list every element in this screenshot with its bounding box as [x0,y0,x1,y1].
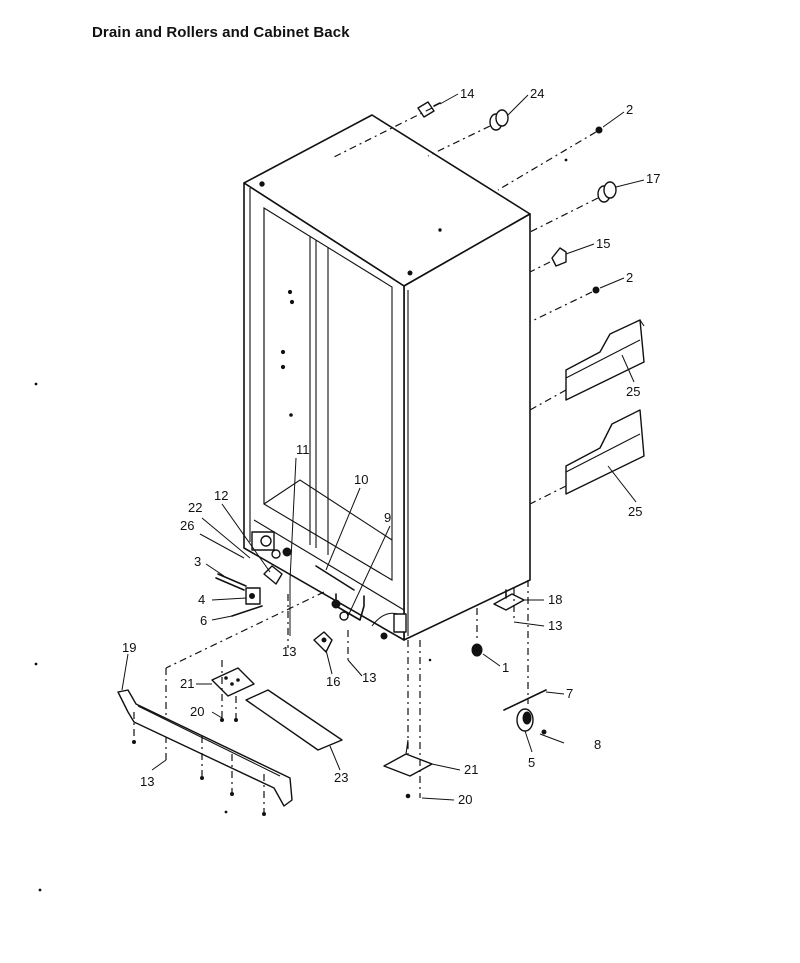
part-17-plug [597,181,617,203]
callout-13-center: 13 [282,644,296,659]
callout-2: 2 [626,102,633,117]
part-25-panel-lower [565,409,645,495]
callout-7: 7 [566,686,573,701]
callout-13-mid: 13 [362,670,376,685]
part-24-plug [489,109,509,131]
callout-labels: 14 24 2 17 15 2 25 25 18 13 1 7 5 8 21 2… [122,86,660,807]
callout-1: 1 [502,660,509,675]
callout-6: 6 [200,613,207,628]
callout-20-left: 20 [190,704,204,719]
part-16-clip [313,631,333,653]
callout-4: 4 [198,592,205,607]
callout-20-right: 20 [458,792,472,807]
cabinet-side [403,213,531,641]
callout-23: 23 [334,770,348,785]
diagram-title: Drain and Rollers and Cabinet Back [92,24,350,41]
part-7-axle [503,689,547,711]
callout-10: 10 [354,472,368,487]
callout-24: 24 [530,86,544,101]
callout-19: 19 [122,640,136,655]
part-6-screw [231,605,263,617]
part-23-kick-plate [245,689,343,751]
part-10-hose [315,565,355,591]
callout-13-right: 13 [548,618,562,633]
callout-8: 8 [594,737,601,752]
part-21-bracket-left [211,667,255,697]
callout-5: 5 [528,755,535,770]
part-3-screw [215,573,247,591]
part-2-screw [595,126,603,134]
callout-12: 12 [214,488,228,503]
part-1-roller [471,643,483,657]
callout-16: 16 [326,674,340,689]
cabinet [243,114,531,641]
callout-26: 26 [180,518,194,533]
part-4-bracket [245,587,261,605]
callout-13-left: 13 [140,774,154,789]
part-5-wheel [516,708,534,732]
callout-25-upper: 25 [626,384,640,399]
part-25-panel-upper [565,319,645,401]
callout-15: 15 [596,236,610,251]
callout-11: 11 [296,442,310,457]
callout-3: 3 [194,554,201,569]
callout-9: 9 [384,510,391,525]
callout-14: 14 [460,86,474,101]
part-15-clip [551,247,567,267]
cabinet-front-frame [243,182,405,641]
callout-18: 18 [548,592,562,607]
part-2-screw-second [592,286,600,294]
callout-17: 17 [646,171,660,186]
callout-25-lower: 25 [628,504,642,519]
callout-22: 22 [188,500,202,515]
callout-21-left: 21 [180,676,194,691]
part-8-screw [541,729,547,735]
callout-2-second: 2 [626,270,633,285]
callout-21-right: 21 [464,762,478,777]
part-19-grille [117,689,293,807]
